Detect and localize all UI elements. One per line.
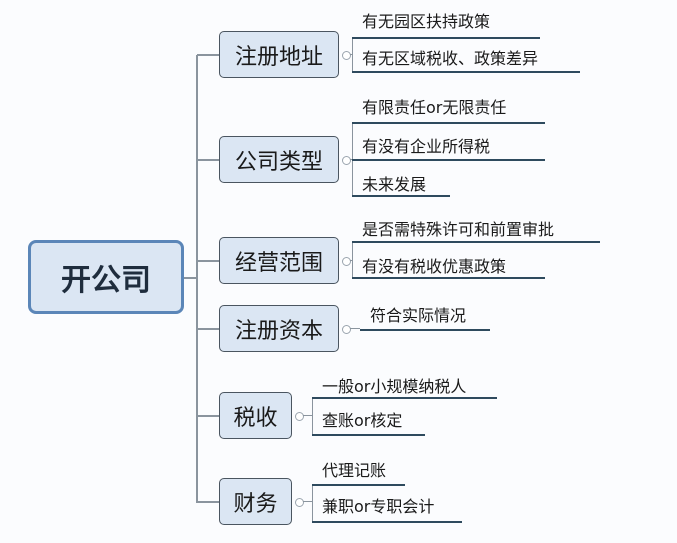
leaf-label[interactable]: 有限责任or无限责任: [362, 98, 507, 117]
leaf-underline: [360, 329, 490, 331]
collapse-toggle-icon[interactable]: [342, 325, 351, 334]
leaf-underline: [352, 277, 545, 279]
collapse-toggle-icon[interactable]: [342, 156, 351, 165]
leaf-stub: [350, 260, 352, 261]
branch-connector: [197, 328, 219, 330]
leaf-underline: [352, 195, 450, 197]
branch-connector: [197, 260, 219, 262]
leaf-label[interactable]: 代理记账: [322, 461, 387, 480]
branch-node[interactable]: 注册资本: [219, 305, 339, 352]
leaf-underline: [352, 159, 545, 161]
leaf-label[interactable]: 一般or小规模纳税人: [322, 377, 467, 396]
leaf-label[interactable]: 是否需特殊许可和前置审批: [362, 220, 555, 239]
leaf-stub: [350, 54, 352, 55]
branch-connector: [197, 501, 219, 503]
leaf-underline: [352, 37, 540, 39]
leaf-stub: [303, 415, 312, 416]
spine-connector: [196, 55, 198, 503]
leaf-label[interactable]: 未来发展: [362, 175, 427, 194]
leaf-stub: [350, 328, 360, 329]
branch-node[interactable]: 注册地址: [219, 31, 339, 78]
collapse-toggle-icon[interactable]: [342, 257, 351, 266]
leaf-underline: [312, 434, 425, 436]
branch-node[interactable]: 税收: [219, 392, 292, 439]
branch-connector: [197, 415, 219, 417]
leaf-underline: [312, 521, 462, 523]
leaf-stub: [350, 159, 352, 160]
collapse-toggle-icon[interactable]: [295, 412, 304, 421]
branch-connector: [197, 159, 219, 161]
leaf-underline: [352, 241, 600, 243]
leaf-bracket: [312, 485, 313, 522]
collapse-toggle-icon[interactable]: [295, 498, 304, 507]
leaf-bracket: [352, 242, 353, 278]
leaf-underline: [352, 71, 580, 73]
leaf-bracket: [352, 38, 353, 72]
branch-node[interactable]: 经营范围: [219, 237, 339, 284]
collapse-toggle-icon[interactable]: [342, 51, 351, 60]
leaf-label[interactable]: 有没有企业所得税: [362, 137, 491, 156]
leaf-label[interactable]: 兼职or专职会计: [322, 497, 435, 516]
leaf-label[interactable]: 有无园区扶持政策: [362, 12, 491, 31]
root-node[interactable]: 开公司: [28, 240, 184, 314]
leaf-label[interactable]: 符合实际情况: [370, 306, 467, 325]
leaf-underline: [312, 397, 497, 399]
leaf-label[interactable]: 有无区域税收、政策差异: [362, 49, 539, 68]
branch-node[interactable]: 财务: [219, 478, 292, 525]
branch-node[interactable]: 公司类型: [219, 136, 339, 183]
leaf-label[interactable]: 查账or核定: [322, 411, 403, 430]
root-connector: [184, 277, 197, 279]
leaf-underline: [312, 484, 405, 486]
leaf-label[interactable]: 有没有税收优惠政策: [362, 257, 507, 276]
leaf-stub: [303, 501, 312, 502]
branch-connector: [197, 54, 219, 56]
leaf-bracket: [312, 398, 313, 435]
leaf-underline: [352, 122, 545, 124]
